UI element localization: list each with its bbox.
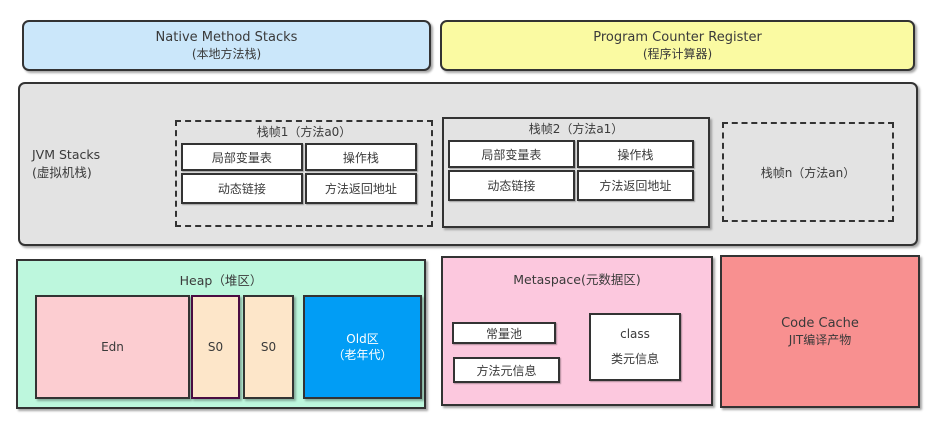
stack-frame-2-grid: 局部变量表 操作栈 动态链接 方法返回地址 (448, 140, 694, 201)
code-cache-subtitle: JIT编译产物 (788, 333, 852, 348)
metaspace-constant-pool-label: 常量池 (485, 326, 522, 341)
metaspace-class-meta-box: class 类元信息 (589, 313, 681, 381)
jvm-stacks-label-line2: (虚拟机栈) (32, 165, 92, 181)
metaspace-method-meta-label: 方法元信息 (476, 363, 537, 378)
code-cache-title: Code Cache (781, 315, 859, 331)
metaspace-method-meta-box: 方法元信息 (453, 357, 560, 383)
frame1-dynamic-linking: 动态链接 (181, 173, 303, 204)
stack-frame-n-title: 栈帧n（方法an） (760, 165, 856, 180)
metaspace-constant-pool-box: 常量池 (452, 322, 556, 344)
stack-frame-2: 栈帧2（方法a1） 局部变量表 操作栈 动态链接 方法返回地址 (442, 117, 710, 228)
stack-frame-2-title: 栈帧2（方法a1） (528, 122, 624, 136)
stack-frame-1-title: 栈帧1（方法a0） (256, 125, 352, 139)
heap-survivor1-region: S0 (243, 295, 294, 399)
native-method-stacks-subtitle: (本地方法栈) (191, 47, 262, 62)
native-method-stacks-title: Native Method Stacks (155, 29, 298, 45)
frame2-return-address: 方法返回地址 (576, 170, 694, 201)
heap-eden-label: Edn (101, 339, 124, 354)
jvm-stacks-label: JVM Stacks (虚拟机栈) (32, 146, 100, 182)
stack-frame-1: 栈帧1（方法a0） 局部变量表 操作栈 动态链接 方法返回地址 (175, 120, 433, 227)
metaspace-class-meta-line2: 类元信息 (610, 352, 659, 367)
heap-old-gen-label-line1: Old区 (346, 331, 379, 346)
program-counter-register-title: Program Counter Register (593, 29, 762, 45)
native-method-stacks-box: Native Method Stacks (本地方法栈) (22, 20, 431, 71)
frame1-return-address: 方法返回地址 (304, 173, 417, 204)
stack-frame-n: 栈帧n（方法an） (722, 122, 894, 222)
frame1-operand-stack: 操作栈 (304, 143, 417, 171)
heap-eden-region: Edn (35, 295, 190, 399)
heap-title: Heap（堆区） (179, 273, 263, 288)
metaspace-title: Metaspace(元数据区) (513, 272, 641, 287)
heap-survivor0-region: S0 (191, 295, 240, 399)
jvm-stacks-panel: JVM Stacks (虚拟机栈) 栈帧1（方法a0） 局部变量表 操作栈 动态… (18, 82, 918, 246)
frame2-local-variable-table: 局部变量表 (448, 140, 575, 168)
heap-survivor0-label: S0 (207, 339, 224, 354)
code-cache-panel: Code Cache JIT编译产物 (720, 255, 920, 408)
jvm-stacks-label-line1: JVM Stacks (32, 147, 101, 162)
metaspace-panel: Metaspace(元数据区) 常量池 方法元信息 class 类元信息 (441, 256, 713, 406)
program-counter-register-subtitle: (程序计算器) (642, 47, 713, 62)
heap-old-gen-region: Old区 （老年代） (303, 295, 422, 399)
program-counter-register-box: Program Counter Register (程序计算器) (440, 20, 915, 71)
metaspace-class-meta-line1: class (620, 326, 650, 341)
frame1-local-variable-table: 局部变量表 (181, 143, 303, 171)
heap-old-gen-label-line2: （老年代） (332, 348, 393, 362)
frame2-dynamic-linking: 动态链接 (448, 170, 575, 201)
frame2-operand-stack: 操作栈 (576, 140, 694, 168)
heap-panel: Heap（堆区） Edn S0 S0 Old区 （老年代） (16, 259, 426, 409)
heap-survivor1-label: S0 (260, 339, 277, 354)
stack-frame-1-grid: 局部变量表 操作栈 动态链接 方法返回地址 (181, 143, 417, 204)
